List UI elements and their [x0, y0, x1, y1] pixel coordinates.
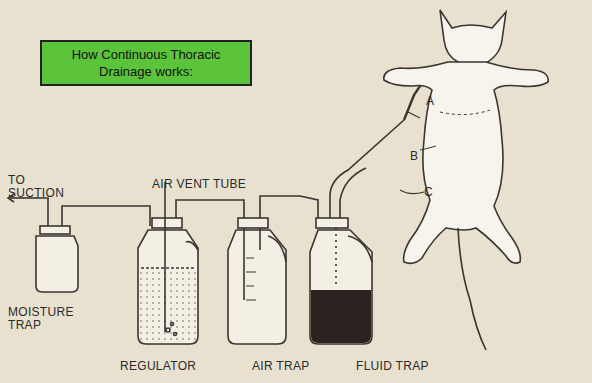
part-label: AIR VENT TUBE: [152, 178, 246, 191]
callout-letter: A: [426, 95, 434, 108]
animal-outline: [384, 10, 548, 350]
part-label: FLUID TRAP: [356, 360, 429, 373]
part-label: AIR TRAP: [252, 360, 310, 373]
title-text: How Continuous Thoracic Drainage works:: [72, 47, 221, 79]
part-label: MOISTURE TRAP: [8, 306, 90, 332]
callout-letter: B: [410, 150, 418, 163]
moisture-trap-jar: [36, 226, 78, 292]
fluid-trap-bottle: [310, 218, 372, 344]
regulator-bottle: [138, 182, 198, 344]
air-trap-bottle: [228, 218, 286, 344]
part-label: REGULATOR: [120, 360, 196, 373]
port-label: TO SUCTION: [8, 174, 78, 200]
title-box: How Continuous Thoracic Drainage works:: [40, 40, 252, 86]
callout-letter: C: [424, 186, 433, 199]
